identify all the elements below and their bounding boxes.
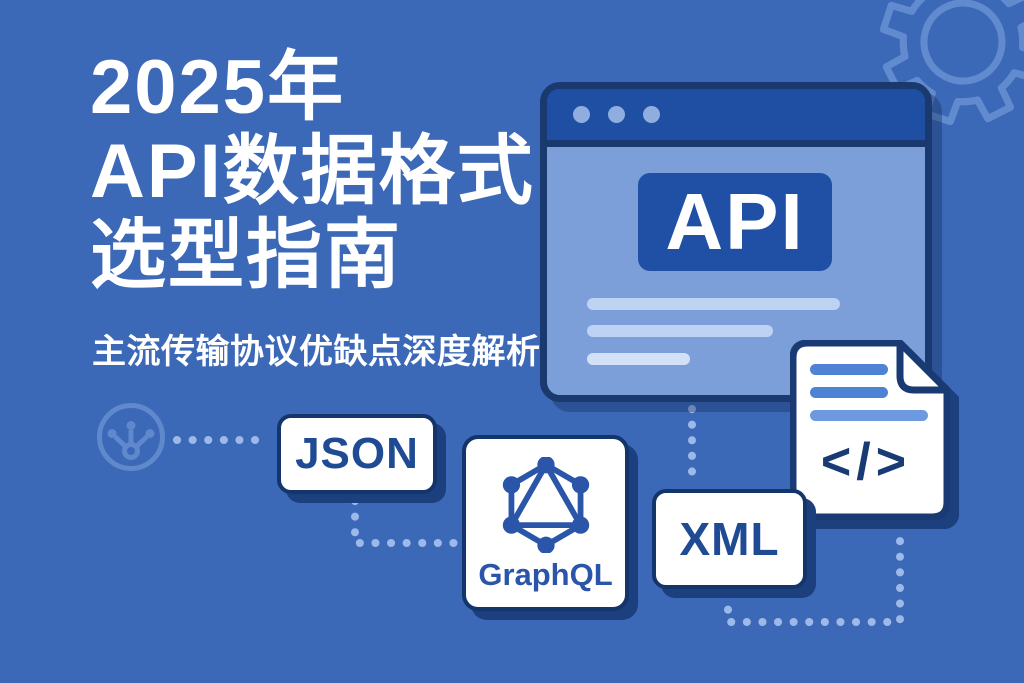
connector-json-to-graphql <box>351 497 459 547</box>
page-subtitle: 主流传输协议优缺点深度解析 <box>92 333 541 371</box>
code-document-icon: </> <box>790 340 950 520</box>
graphql-logo-icon <box>502 456 589 553</box>
title-line-3: 选型指南 <box>90 213 402 298</box>
window-control-dot-icon <box>643 106 660 123</box>
browser-titlebar <box>547 89 925 147</box>
gear-icon <box>879 0 1024 126</box>
window-control-dot-icon <box>608 106 625 123</box>
document-text-line <box>810 387 888 398</box>
title-line-2: API数据格式 <box>90 129 535 214</box>
window-control-dot-icon <box>573 106 590 123</box>
json-label: JSON <box>295 429 419 478</box>
page-title: 2025年 API数据格式 选型指南 <box>90 46 535 298</box>
card-graphql: GraphQL <box>462 435 629 611</box>
card-xml: XML <box>652 489 807 589</box>
api-badge: API <box>638 173 832 271</box>
title-line-1: 2025年 <box>90 45 346 130</box>
card-json: JSON <box>277 414 437 494</box>
content-line-placeholder <box>587 325 773 337</box>
content-line-placeholder <box>587 298 840 310</box>
document-text-line <box>810 410 928 421</box>
content-line-placeholder <box>587 353 690 365</box>
graphql-label: GraphQL <box>478 556 613 592</box>
share-network-icon <box>97 403 165 471</box>
code-icon: </> <box>820 433 912 491</box>
xml-label: XML <box>679 513 780 565</box>
document-text-line <box>810 364 888 375</box>
api-badge-label: API <box>665 177 805 266</box>
document-fold-corner <box>896 340 950 394</box>
connector-xml-to-document <box>724 533 904 626</box>
